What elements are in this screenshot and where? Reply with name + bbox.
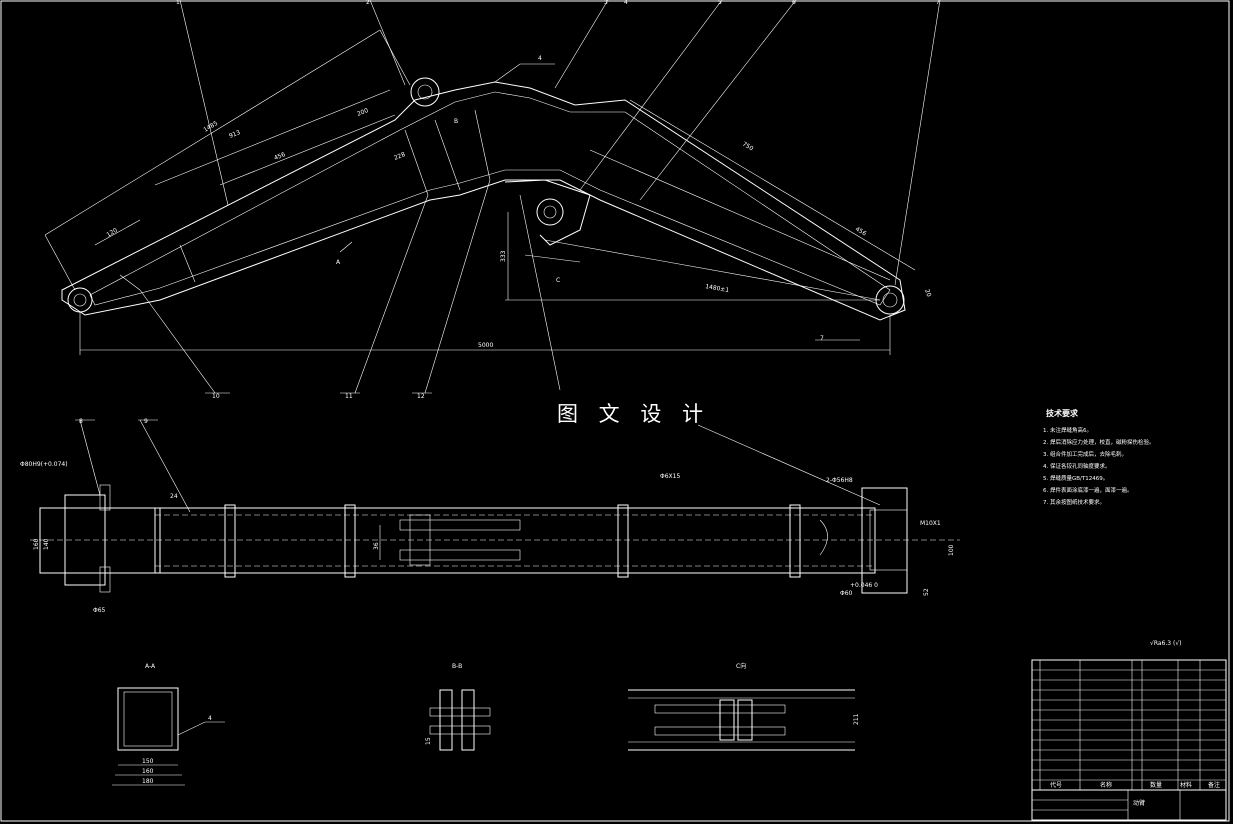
section-b-b-label: B-B bbox=[452, 663, 462, 670]
balloon-5: 5 bbox=[718, 0, 722, 6]
dim-bore-top: Φ80H9(+0.074) bbox=[20, 461, 68, 468]
dim-456b: 456 bbox=[854, 226, 868, 238]
balloon-6: 6 bbox=[792, 0, 796, 6]
boom-side-view: 5000 1485 913 456 200 228 120 750 456 14… bbox=[44, 0, 941, 400]
tb-header-remark: 备注 bbox=[1208, 781, 1220, 789]
balloon-9: 9 bbox=[144, 418, 148, 425]
tech-req-item-2: 2. 焊后消除应力处理，校直，磁粉探伤检验。 bbox=[1043, 438, 1155, 446]
tech-req-item-6: 6. 焊件表面涂底漆一遍，面漆一遍。 bbox=[1043, 486, 1133, 494]
tech-req-item-5: 5. 焊缝质量GB/T12469。 bbox=[1043, 474, 1108, 482]
dim-tol: +0.046 0 bbox=[850, 582, 878, 589]
dim-160b: 160 bbox=[142, 768, 154, 775]
tb-header-code: 代号 bbox=[1050, 781, 1062, 789]
boom-inner-profile bbox=[89, 91, 891, 306]
boom-head-plan bbox=[861, 487, 908, 594]
boom-foot-pin bbox=[67, 287, 93, 313]
view-a-label: A bbox=[336, 259, 341, 266]
dim-phi6x15: Φ6X15 bbox=[660, 473, 680, 480]
balloon-10: 10 bbox=[212, 393, 220, 400]
overall-length-dim: 5000 bbox=[478, 342, 493, 349]
rib-4 bbox=[789, 504, 801, 578]
rib-2 bbox=[344, 504, 356, 578]
dim-52: 52 bbox=[923, 588, 930, 596]
dim-76: 36 bbox=[373, 542, 380, 550]
dim-20: 20 bbox=[923, 288, 932, 298]
boom-outer-profile bbox=[61, 81, 906, 321]
balloon-4: 4 bbox=[624, 0, 628, 6]
dim-1480: 1480±1 bbox=[705, 283, 730, 294]
tech-req-item-1: 1. 未注焊缝角高6。 bbox=[1043, 426, 1092, 434]
balloon-3: 3 bbox=[604, 0, 608, 6]
dim-160: 160 bbox=[33, 538, 40, 550]
dim-180: 180 bbox=[142, 778, 154, 785]
cylinder-pin-top bbox=[410, 77, 440, 107]
dim-456: 456 bbox=[273, 151, 286, 162]
tb-header-name: 名称 bbox=[1100, 781, 1112, 789]
dim-b-15: 15 bbox=[425, 737, 432, 745]
tech-req-item-3: 3. 组合件加工完成后，去除毛刺。 bbox=[1043, 450, 1127, 458]
tb-header-qty: 数量 bbox=[1150, 781, 1162, 789]
section-b-b: B-B 15 bbox=[425, 663, 491, 751]
watermark-text: 图 文 设 计 bbox=[557, 402, 710, 426]
balloon-7: 7 bbox=[936, 0, 940, 6]
dim-2-phi56: 2-Φ56H8 bbox=[826, 477, 853, 484]
dim-333: 333 bbox=[500, 250, 507, 262]
balloon-8: 8 bbox=[79, 418, 83, 425]
dim-913: 913 bbox=[228, 129, 241, 140]
section-a-a: A-A 150 160 180 4 bbox=[112, 663, 225, 786]
dim-100: 100 bbox=[948, 544, 955, 556]
dim-120: 120 bbox=[105, 227, 119, 239]
cylinder-pin-middle bbox=[536, 198, 564, 226]
technical-requirements: 技术要求 1. 未注焊缝角高6。 2. 焊后消除应力处理，校直，磁粉探伤检验。 … bbox=[1043, 408, 1155, 506]
tech-req-item-4: 4. 保证各铰孔同轴度要求。 bbox=[1043, 462, 1111, 470]
rib-3 bbox=[617, 504, 629, 578]
view-c-title: C向 bbox=[736, 662, 746, 670]
dim-150: 150 bbox=[142, 758, 154, 765]
dim-140: 140 bbox=[43, 538, 50, 550]
weld-symbol-1: 4 bbox=[538, 55, 542, 62]
dim-m10: M10X1 bbox=[920, 520, 941, 527]
dim-211: 211 bbox=[853, 713, 860, 725]
tb-drawing-name: 动臂 bbox=[1133, 799, 1145, 807]
boom-plan-view: Φ80H9(+0.074) 140 160 Φ65 24 Φ6X15 2-Φ56… bbox=[20, 418, 960, 614]
weld-a-a: 4 bbox=[208, 715, 212, 722]
balloon-2: 2 bbox=[366, 0, 370, 6]
boom-plan-body bbox=[154, 507, 876, 574]
balloon-1: 1 bbox=[176, 0, 180, 6]
balloon-12: 12 bbox=[417, 393, 425, 400]
tb-header-material: 材料 bbox=[1180, 781, 1192, 789]
tech-req-item-7: 7. 其余按图纸技术要求。 bbox=[1043, 498, 1105, 506]
dim-phi60: Φ60 bbox=[840, 590, 853, 597]
dim-750: 750 bbox=[741, 141, 755, 153]
section-a-a-label: A-A bbox=[145, 663, 156, 670]
tech-req-title: 技术要求 bbox=[1046, 408, 1079, 418]
balloon-11: 11 bbox=[345, 393, 353, 400]
title-block: 代号 名称 数量 材料 备注 动臂 bbox=[1031, 659, 1227, 821]
view-c-label: C bbox=[556, 277, 560, 284]
view-c: C向 211 bbox=[628, 662, 860, 751]
dim-25: 24 bbox=[170, 493, 178, 500]
rib-1 bbox=[224, 504, 236, 578]
top-balloons: 1 2 3 4 5 6 7 bbox=[176, 0, 940, 6]
roughness-symbol: √Ra6.3 (√) bbox=[1150, 640, 1182, 647]
dim-phi65: Φ65 bbox=[93, 607, 106, 614]
weld-symbol-2: 7 bbox=[820, 335, 824, 342]
dim-228: 228 bbox=[393, 151, 406, 162]
view-b-label: B bbox=[454, 118, 458, 125]
dim-200: 200 bbox=[356, 107, 369, 118]
